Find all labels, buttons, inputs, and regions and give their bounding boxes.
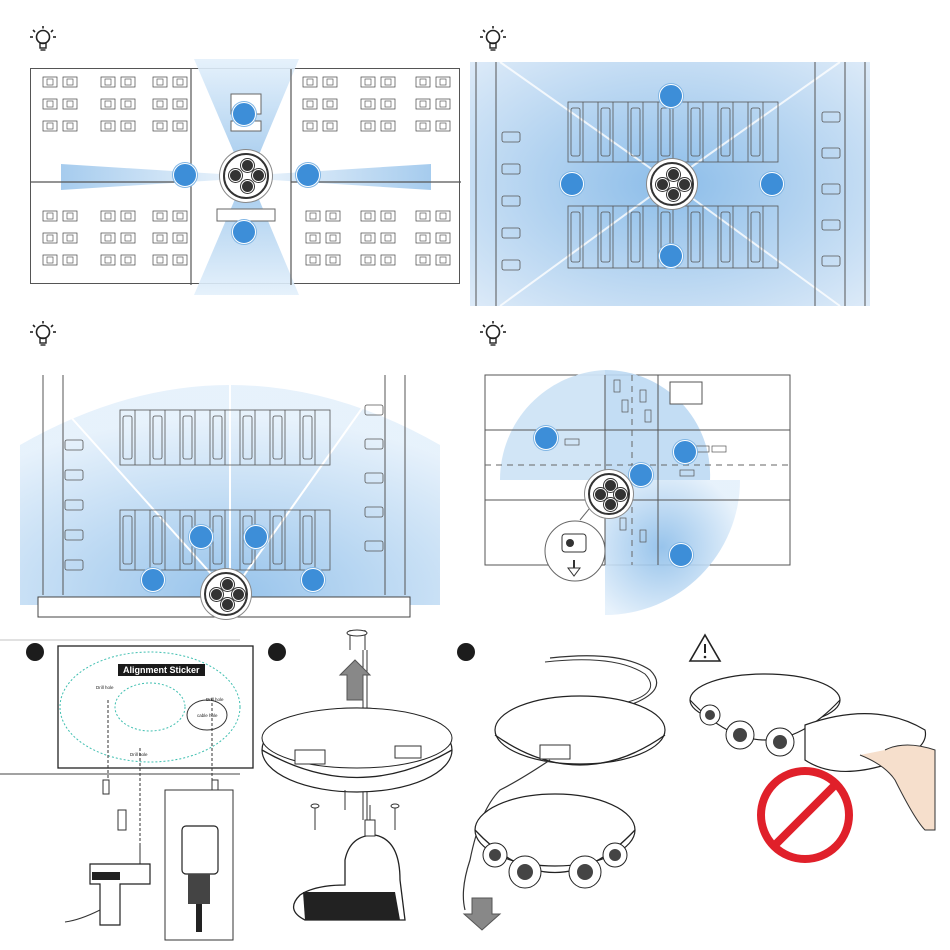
- coverage-marker: [189, 525, 213, 549]
- coverage-marker: [659, 84, 683, 108]
- lightbulb-icon: [30, 26, 56, 56]
- intersection-panel: [470, 315, 950, 625]
- drill-hole-label: Drill hole: [96, 685, 114, 690]
- camera-top-view: [588, 473, 630, 515]
- drill-hole-label: Drill hole: [130, 752, 148, 757]
- drill-hole-label: Drill hole: [206, 697, 224, 702]
- coverage-marker: [560, 172, 584, 196]
- coverage-marker: [141, 568, 165, 592]
- coverage-marker: [534, 426, 558, 450]
- lightbulb-icon: [480, 321, 506, 351]
- alignment-sticker-diagram: [0, 640, 240, 940]
- coverage-marker: [173, 163, 197, 187]
- lightbulb-icon: [480, 26, 506, 56]
- handling-warning-diagram: [685, 670, 935, 870]
- cable-hole-label: cable hole: [197, 713, 218, 718]
- coverage-marker: [673, 440, 697, 464]
- coverage-marker: [629, 463, 653, 487]
- arrow-up-icon: [340, 660, 370, 700]
- coverage-marker: [760, 172, 784, 196]
- warning-icon: [688, 633, 722, 663]
- coverage-marker: [301, 568, 325, 592]
- arrow-down-icon: [464, 898, 500, 930]
- camera-top-view: [223, 153, 269, 199]
- camera-top-view: [650, 162, 694, 206]
- prohibit-icon: [761, 771, 849, 859]
- coverage-marker: [659, 244, 683, 268]
- office-floorplan: [30, 68, 460, 284]
- office-coverage-panel: [0, 0, 470, 310]
- sticker-title: Alignment Sticker: [118, 664, 205, 676]
- coverage-marker: [244, 525, 268, 549]
- parking-overhead-panel: [470, 0, 950, 310]
- mount-plate-diagram: [255, 630, 455, 930]
- coverage-marker: [232, 102, 256, 126]
- coverage-marker: [669, 543, 693, 567]
- parking-plan-overhead: [470, 62, 870, 306]
- camera-top-view: [204, 572, 248, 616]
- camera-attach-diagram: [440, 640, 670, 940]
- parking-corner-panel: [0, 315, 470, 625]
- coverage-marker: [296, 163, 320, 187]
- coverage-marker: [232, 220, 256, 244]
